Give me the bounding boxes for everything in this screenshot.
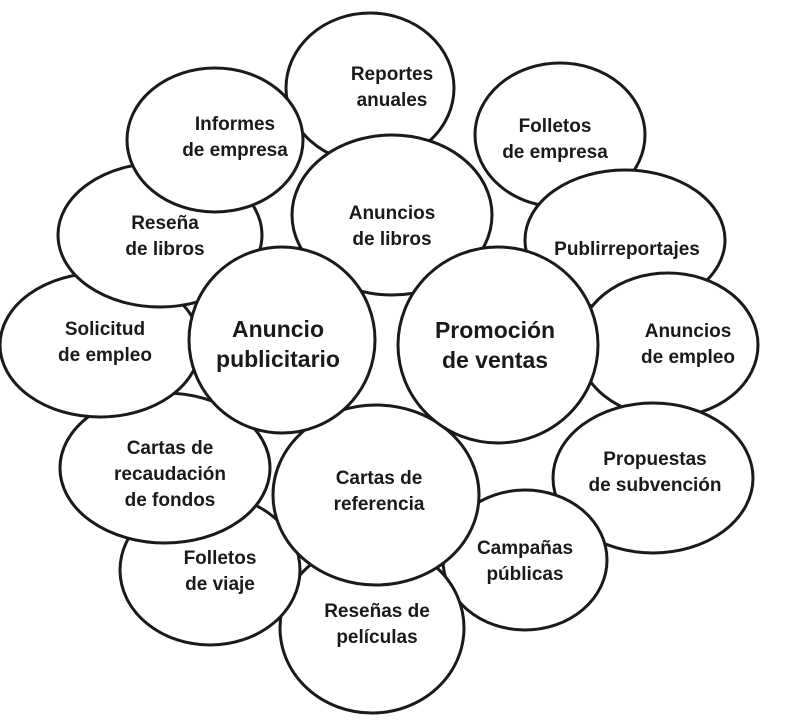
bubble-anuncio-publicitario: Anuncio publicitario <box>187 245 377 435</box>
bubble-label-publirreportajes: Publirreportajes <box>554 239 700 260</box>
bubble-resenas-peliculas: Reseñas de películas <box>278 541 466 715</box>
bubble-label-line: de empleo <box>641 347 735 368</box>
bubble-label-line: de empresa <box>502 142 608 163</box>
bubble-cartas-recaudacion: Cartas de recaudación de fondos <box>58 391 272 545</box>
bubble-label-line: Informes <box>195 114 275 135</box>
bubble-label-promocion-ventas: Promoción de ventas <box>435 317 555 373</box>
bubble-label-line: Promoción <box>435 317 555 343</box>
bubble-label-line: Reseña <box>131 213 199 234</box>
bubble-label-line: de ventas <box>442 347 548 373</box>
bubble-label-line: de libros <box>352 229 431 250</box>
bubble-promocion-ventas: Promoción de ventas <box>396 245 600 445</box>
bubble-cartas-referencia: Cartas de referencia <box>271 403 481 587</box>
bubble-label-line: de subvención <box>588 475 721 496</box>
bubble-label-line: Cartas de <box>127 438 214 459</box>
bubble-label-resena-libros: Reseña de libros <box>125 213 204 260</box>
bubble-label-anuncios-empleo: Anuncios de empleo <box>641 321 735 368</box>
bubble-label-line: de empresa <box>182 140 288 161</box>
bubble-label-line: Anuncios <box>349 203 436 224</box>
bubble-label-line: públicas <box>486 564 563 585</box>
bubble-label-line: Anuncios <box>645 321 732 342</box>
bubble-label-line: de empleo <box>58 345 152 366</box>
bubble-label-line: Campañas <box>477 538 573 559</box>
bubble-label-reportes-anuales: Reportes anuales <box>351 64 433 111</box>
bubble-label-line: Reportes <box>351 64 433 85</box>
bubble-label-line: de fondos <box>125 490 216 511</box>
bubble-label-folletos-empresa: Folletos de empresa <box>502 116 608 163</box>
bubble-label-propuestas-subvencion: Propuestas de subvención <box>588 449 721 496</box>
bubble-label-line: publicitario <box>216 346 340 372</box>
bubble-label-line: referencia <box>334 494 425 515</box>
bubble-label-line: Propuestas <box>603 449 706 470</box>
bubble-label-cartas-referencia: Cartas de referencia <box>334 468 425 515</box>
bubble-shape-anuncios-libros <box>290 133 494 297</box>
bubble-label-line: Anuncio <box>232 316 324 342</box>
bubble-label-anuncio-publicitario: Anuncio publicitario <box>216 316 340 372</box>
bubble-label-line: Cartas de <box>336 468 423 489</box>
bubble-label-line: Reseñas de <box>324 601 430 622</box>
bubble-label-line: anuales <box>357 90 428 111</box>
bubble-anuncios-libros: Anuncios de libros <box>290 133 494 297</box>
bubble-shape-propuestas-subvencion <box>551 401 755 555</box>
bubble-shape-anuncios-empleo <box>576 271 760 419</box>
bubble-reportes-anuales: Reportes anuales <box>284 11 456 165</box>
bubble-label-line: Folletos <box>519 116 592 137</box>
bubble-label-cartas-recaudacion: Cartas de recaudación de fondos <box>114 438 226 511</box>
bubble-label-line: de libros <box>125 239 204 260</box>
bubble-label-informes-empresa: Informes de empresa <box>182 114 288 161</box>
bubble-shape-informes-empresa <box>125 66 305 214</box>
bubble-anuncios-empleo: Anuncios de empleo <box>576 271 760 419</box>
bubble-propuestas-subvencion: Propuestas de subvención <box>551 401 755 555</box>
bubble-label-anuncios-libros: Anuncios de libros <box>349 203 436 250</box>
bubble-shape-cartas-referencia <box>271 403 481 587</box>
bubble-shape-anuncio-publicitario <box>187 245 377 435</box>
bubble-label-line: de viaje <box>185 574 255 595</box>
bubble-label-line: recaudación <box>114 464 226 485</box>
bubble-label-line: Folletos <box>184 548 257 569</box>
bubble-label-solicitud-empleo: Solicitud de empleo <box>58 319 152 366</box>
bubble-label-folletos-viaje: Folletos de viaje <box>184 548 257 595</box>
bubble-label-line: Solicitud <box>65 319 145 340</box>
bubble-label-campanas-publicas: Campañas públicas <box>477 538 573 585</box>
bubble-label-line: Publirreportajes <box>554 239 700 260</box>
bubble-informes-empresa: Informes de empresa <box>125 66 305 214</box>
bubble-shape-promocion-ventas <box>396 245 600 445</box>
bubble-label-resenas-peliculas: Reseñas de películas <box>324 601 430 648</box>
bubble-label-line: películas <box>336 627 417 648</box>
